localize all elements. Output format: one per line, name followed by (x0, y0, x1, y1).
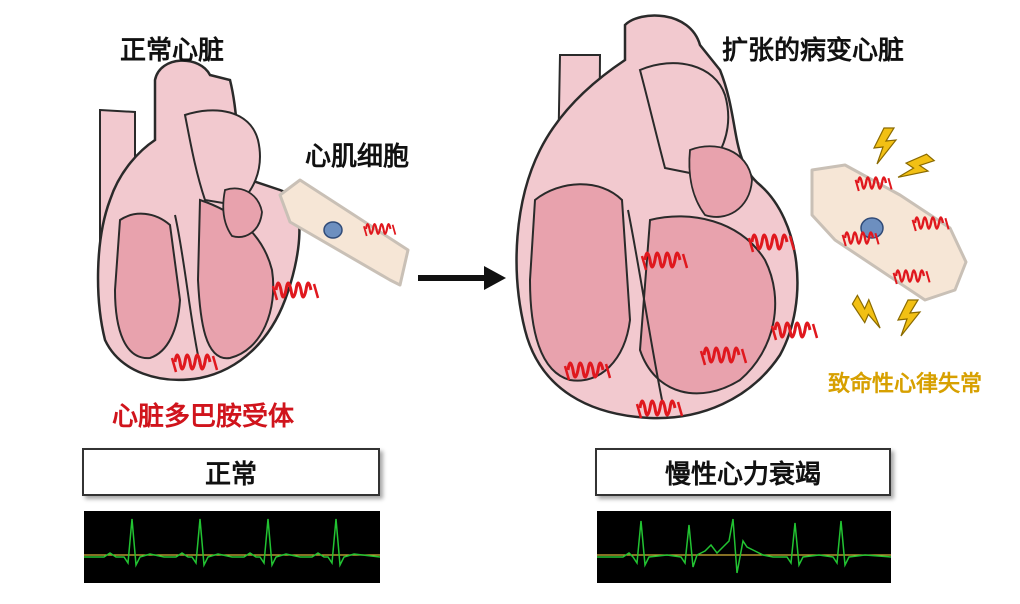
dilated-heart-illustration (515, 14, 799, 420)
lightning-bolt-icon (895, 147, 937, 191)
ecg-waveform (597, 518, 892, 574)
right-arrow-icon (418, 266, 506, 290)
normal-heart-illustration (96, 59, 301, 382)
heart-failure-status-label: 慢性心力衰竭 (664, 459, 821, 490)
normal-ecg-panel (84, 511, 381, 583)
normal-status-label: 正常 (204, 459, 257, 490)
normal-heart-title: 正常心脏 (120, 36, 225, 66)
normal-status-box: 正常 (82, 448, 380, 496)
receptor-label: 心脏多巴胺受体 (112, 402, 295, 432)
cardiomyocyte-label: 心肌细胞 (305, 142, 410, 172)
dilated-heart-title: 扩张的病变心脏 (722, 36, 905, 66)
ecg-waveform (84, 518, 381, 568)
normal-cardiomyocyte-cell (278, 178, 410, 287)
heart-failure-ecg-trace (597, 518, 892, 574)
lightning-bolt-icon (846, 293, 891, 332)
lightning-bolt-icon (873, 127, 897, 165)
arrhythmia-label: 致命性心律失常 (828, 372, 983, 397)
lightning-bolt-icon (897, 299, 921, 337)
nucleus-icon (323, 221, 343, 239)
diseased-cardiomyocyte-cell (810, 163, 968, 302)
heart-failure-status-box: 慢性心力衰竭 (595, 448, 891, 496)
heart-failure-ecg-panel (597, 511, 892, 583)
normal-ecg-trace (84, 518, 381, 568)
